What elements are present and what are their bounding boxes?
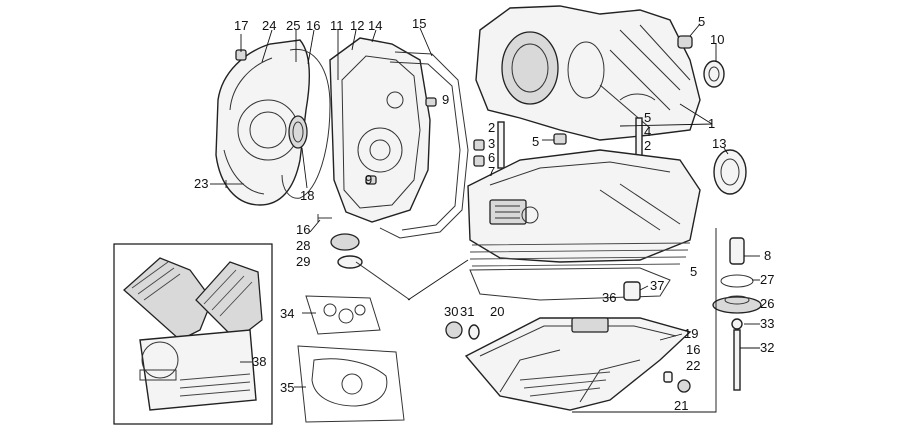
callout-26: 26 — [760, 296, 774, 311]
callout-28: 28 — [296, 238, 310, 253]
callout-8: 8 — [764, 248, 771, 263]
callout-7: 7 — [488, 164, 495, 179]
crankcase-upper-part — [475, 5, 701, 141]
gasket-kit-35-part — [297, 345, 405, 423]
callout-5-lower: 5 — [690, 264, 697, 279]
callout-22: 22 — [686, 358, 700, 373]
callout-labels: 17 24 25 16 11 12 14 15 9 9 18 23 16 28 … — [194, 14, 774, 413]
callout-16-mid: 16 — [296, 222, 310, 237]
gasket-20-part — [469, 267, 671, 301]
leader-lines — [210, 23, 760, 388]
callout-12: 12 — [350, 18, 364, 33]
bush-36-part — [623, 281, 641, 301]
callout-38: 38 — [252, 354, 266, 369]
callout-35: 35 — [280, 380, 294, 395]
studs-part — [473, 117, 643, 175]
callout-30: 30 — [444, 304, 458, 319]
seal-13-part — [713, 149, 747, 195]
gasket-kit-34-part — [305, 295, 381, 335]
timing-cover-part — [329, 37, 431, 223]
oil-pickup-part — [330, 233, 411, 301]
callout-17: 17 — [234, 18, 248, 33]
callout-13: 13 — [712, 136, 726, 151]
callout-5-right: 5 — [644, 110, 651, 125]
gasket-25-part — [281, 48, 331, 199]
callout-9-lower: 9 — [365, 172, 372, 187]
callout-4: 4 — [644, 124, 651, 139]
seal-10-part — [703, 60, 725, 88]
callout-33: 33 — [760, 316, 774, 331]
callout-36: 36 — [602, 290, 616, 305]
callout-19: 19 — [684, 326, 698, 341]
callout-11: 11 — [330, 18, 344, 33]
callout-9-upper: 9 — [442, 92, 449, 107]
callout-2-left: 2 — [488, 120, 495, 135]
callout-25: 25 — [286, 18, 300, 33]
callout-10: 10 — [710, 32, 724, 47]
callout-2-right: 2 — [644, 138, 651, 153]
seal-18-part — [288, 115, 308, 149]
callout-37: 37 — [650, 278, 664, 293]
callout-31: 31 — [460, 304, 474, 319]
callout-14: 14 — [368, 18, 382, 33]
callout-15: 15 — [412, 16, 426, 31]
callout-5-top: 5 — [698, 14, 705, 29]
callout-27: 27 — [760, 272, 774, 287]
callout-3: 3 — [488, 136, 495, 151]
gasket-15-part — [379, 51, 469, 239]
filter-assembly-part — [712, 237, 762, 391]
callout-29: 29 — [296, 254, 310, 269]
callout-24: 24 — [262, 18, 276, 33]
plug-21-part — [663, 371, 691, 393]
callout-20: 20 — [490, 304, 504, 319]
callout-32: 32 — [760, 340, 774, 355]
callout-16-low: 16 — [686, 342, 700, 357]
callout-34: 34 — [280, 306, 294, 321]
callout-1: 1 — [708, 116, 715, 131]
callout-21: 21 — [674, 398, 688, 413]
screws-part — [225, 49, 437, 222]
callout-5-mid: 5 — [532, 134, 539, 149]
callout-6: 6 — [488, 150, 495, 165]
oil-sump-part — [464, 317, 692, 411]
bush-5-part — [677, 35, 693, 49]
callout-23: 23 — [194, 176, 208, 191]
callout-16-top: 16 — [306, 18, 320, 33]
drain-plug-part — [445, 321, 480, 340]
callout-18: 18 — [300, 188, 314, 203]
crankcase-main-part — [467, 149, 701, 267]
engine-inset-part — [113, 243, 273, 425]
